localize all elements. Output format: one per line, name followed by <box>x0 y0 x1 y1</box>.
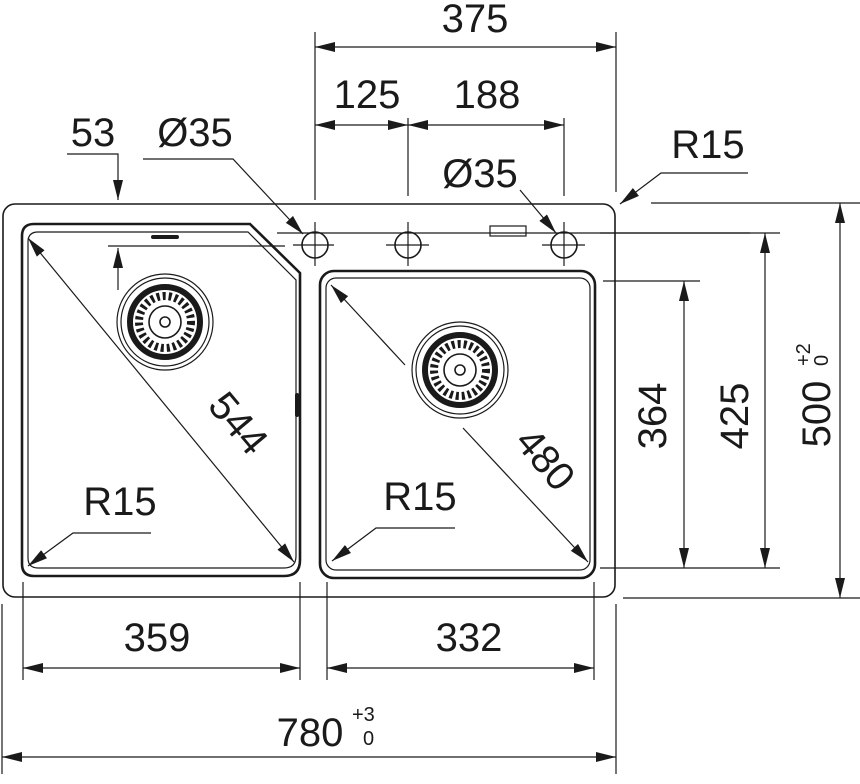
label-780-tol-lower: 0 <box>363 728 374 750</box>
dim-364: 364 <box>600 280 780 569</box>
dim-500: 500 +2 0 <box>623 202 860 599</box>
drain-right <box>411 321 509 419</box>
label-right-bowl-radius: R15 <box>383 475 456 519</box>
label-53: 53 <box>71 111 116 155</box>
dim-780: 780 +3 0 <box>1 604 617 774</box>
label-359: 359 <box>124 616 191 660</box>
leader-left-bowl-radius: R15 <box>27 480 157 567</box>
leader-diameter-right: Ø35 <box>442 152 557 234</box>
tap-hole-1 <box>293 222 334 266</box>
label-364: 364 <box>631 383 675 450</box>
leader-diameter-left: Ø35 <box>143 111 304 235</box>
dim-332: 332 <box>326 582 595 680</box>
right-bowl <box>318 269 597 580</box>
label-outer-radius: R15 <box>671 123 744 167</box>
leader-right-bowl-radius: R15 <box>331 475 457 562</box>
label-left-bowl-radius: R15 <box>83 480 156 524</box>
label-780: 780 <box>277 711 344 755</box>
label-188: 188 <box>454 73 521 117</box>
label-332: 332 <box>436 616 503 660</box>
dim-125: 125 <box>315 73 409 196</box>
dim-359: 359 <box>22 582 301 680</box>
label-500-tol-lower: 0 <box>811 355 833 366</box>
sink-outline <box>2 203 616 598</box>
label-500: 500 <box>795 381 839 448</box>
label-diameter-right: Ø35 <box>442 152 518 196</box>
label-780-tol-upper: +3 <box>352 704 375 726</box>
label-425: 425 <box>713 383 757 450</box>
dim-425: 425 <box>600 232 780 568</box>
overflow-slot-left <box>151 235 179 239</box>
label-diameter-left: Ø35 <box>157 111 233 155</box>
tap-hole-3 <box>542 222 585 266</box>
label-375: 375 <box>442 0 509 41</box>
tap-hole-2 <box>386 222 429 266</box>
dim-375: 375 <box>314 0 617 200</box>
label-544: 544 <box>200 384 277 463</box>
dim-188: 188 <box>408 73 565 196</box>
dim-53: 53 <box>67 111 123 290</box>
left-bowl <box>20 222 302 578</box>
overflow-side-left <box>295 393 299 417</box>
label-500-tol-upper: +2 <box>793 343 815 366</box>
overflow-slot-top <box>489 225 527 237</box>
label-125: 125 <box>334 73 401 117</box>
drain-left <box>116 273 214 371</box>
leader-outer-radius: R15 <box>619 123 748 205</box>
